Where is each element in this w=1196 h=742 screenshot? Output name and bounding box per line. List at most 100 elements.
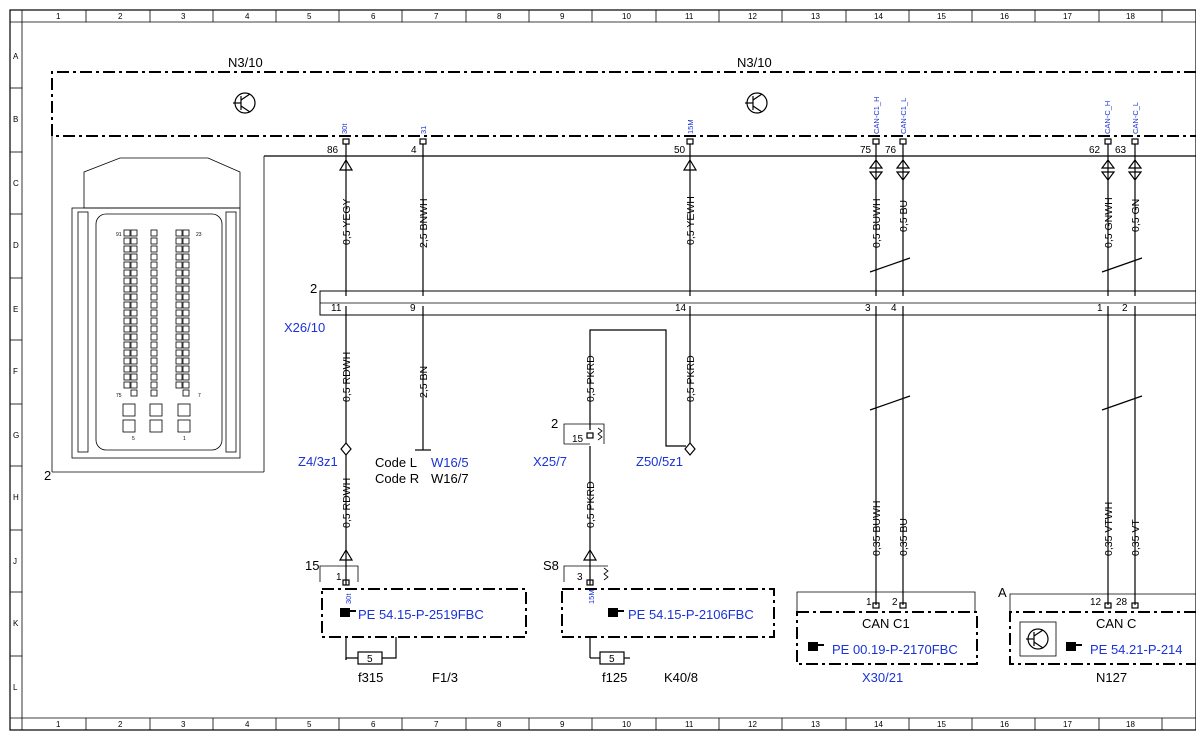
connector-x25-7: 2 15 X25/7 bbox=[533, 416, 605, 469]
svg-text:0,35 BU: 0,35 BU bbox=[898, 518, 910, 556]
svg-text:0,5 RDWH: 0,5 RDWH bbox=[341, 352, 353, 402]
connector-pin bbox=[182, 277, 190, 285]
svg-text:16: 16 bbox=[1000, 720, 1009, 729]
ref-link-2106[interactable]: PE 54.15-P-2106FBC bbox=[628, 607, 754, 622]
twisted-pair-markers bbox=[869, 257, 1143, 411]
svg-text:2: 2 bbox=[1122, 303, 1128, 314]
connector-pin bbox=[150, 325, 158, 333]
svg-text:1: 1 bbox=[56, 720, 61, 729]
ref-link-2170[interactable]: PE 00.19-P-2170FBC bbox=[832, 642, 958, 657]
row-k: K bbox=[13, 619, 19, 628]
wires bbox=[345, 144, 1136, 605]
connector-pin bbox=[123, 237, 131, 245]
col-5: 5 bbox=[307, 12, 312, 21]
grid-top-numbers: 1 2 3 4 5 6 7 8 9 10 11 12 13 14 15 16 1… bbox=[56, 10, 1163, 22]
connector-pin bbox=[123, 325, 131, 333]
connector-pin bbox=[175, 253, 183, 261]
connector-pin bbox=[150, 253, 158, 261]
svg-text:14: 14 bbox=[874, 720, 883, 729]
transistor-icon bbox=[233, 92, 256, 114]
connector-pin bbox=[182, 341, 190, 349]
svg-text:0,5 PKRD: 0,5 PKRD bbox=[585, 481, 597, 528]
connector-pin bbox=[150, 381, 158, 389]
connector-pin bbox=[182, 357, 190, 365]
connector-pin bbox=[150, 301, 158, 309]
connector-pin bbox=[150, 309, 158, 317]
svg-text:0,5 PKRD: 0,5 PKRD bbox=[585, 355, 597, 402]
col-11: 11 bbox=[685, 12, 694, 21]
connector-pin bbox=[130, 245, 138, 253]
connector-pin bbox=[130, 285, 138, 293]
svg-text:31: 31 bbox=[419, 126, 428, 134]
can-c-block: A 12 28 CAN C PE 54.21-P-214 N127 bbox=[998, 585, 1196, 685]
svg-text:0,5 GN: 0,5 GN bbox=[1130, 199, 1142, 232]
svg-text:11: 11 bbox=[331, 303, 342, 314]
svg-text:10: 10 bbox=[622, 720, 631, 729]
connector-pin bbox=[150, 373, 158, 381]
reference-hand-icon bbox=[1066, 642, 1082, 651]
ref-link-214[interactable]: PE 54.21-P-214 bbox=[1090, 642, 1183, 657]
connector-pin bbox=[175, 285, 183, 293]
svg-text:3: 3 bbox=[181, 720, 186, 729]
svg-text:4: 4 bbox=[245, 720, 250, 729]
svg-text:30t: 30t bbox=[344, 593, 353, 604]
svg-text:CAN-C_L: CAN-C_L bbox=[1131, 102, 1140, 134]
connector-pin bbox=[182, 301, 190, 309]
connector-x26-10: 2 X26/10 11 9 14 3 4 1 2 bbox=[284, 281, 1196, 335]
connector-pin bbox=[123, 349, 131, 357]
connector-pin bbox=[175, 237, 183, 245]
col-2: 2 bbox=[118, 12, 123, 21]
svg-text:W16/7: W16/7 bbox=[431, 471, 469, 486]
connector-pin bbox=[175, 325, 183, 333]
connector-pin bbox=[130, 349, 138, 357]
connector-pin bbox=[123, 285, 131, 293]
connector-pin bbox=[123, 253, 131, 261]
connector-pin bbox=[130, 253, 138, 261]
row-a: A bbox=[13, 52, 19, 61]
svg-text:5: 5 bbox=[367, 654, 373, 665]
connector-pin bbox=[123, 373, 131, 381]
svg-text:0,35 VTWH: 0,35 VTWH bbox=[1103, 502, 1115, 556]
transistor-icon bbox=[745, 92, 768, 114]
connector-pin bbox=[150, 237, 158, 245]
connector-pin bbox=[150, 277, 158, 285]
reference-hand-icon bbox=[608, 608, 624, 617]
connector-pin bbox=[175, 277, 183, 285]
connector-pin bbox=[182, 317, 190, 325]
connector-pin bbox=[123, 293, 131, 301]
connector-pin bbox=[182, 261, 190, 269]
svg-text:S8: S8 bbox=[543, 558, 559, 573]
connector-pin bbox=[182, 285, 190, 293]
connector-pin bbox=[123, 317, 131, 325]
connector-pin bbox=[182, 245, 190, 253]
connector-pin bbox=[182, 253, 190, 261]
connector-pin bbox=[123, 269, 131, 277]
connector-pin bbox=[175, 269, 183, 277]
ref-link-2519[interactable]: PE 54.15-P-2519FBC bbox=[358, 607, 484, 622]
fuse-box-k40-8: S8 3 15M PE 54.15-P-2106FBC 5 f125 K40/8 bbox=[543, 558, 775, 685]
svg-text:4: 4 bbox=[891, 303, 897, 314]
svg-text:F1/3: F1/3 bbox=[432, 670, 458, 685]
connector-pin bbox=[150, 293, 158, 301]
svg-text:K40/8: K40/8 bbox=[664, 670, 698, 685]
svg-text:f125: f125 bbox=[602, 670, 627, 685]
connector-pin bbox=[130, 301, 138, 309]
svg-text:Z50/5z1: Z50/5z1 bbox=[636, 454, 683, 469]
svg-text:0,5 BUWH: 0,5 BUWH bbox=[871, 198, 883, 248]
svg-text:5: 5 bbox=[609, 654, 615, 665]
col-8: 8 bbox=[497, 12, 502, 21]
connector-pin bbox=[175, 261, 183, 269]
wire-arrow-symbols bbox=[338, 158, 1143, 561]
svg-text:CAN-C_H: CAN-C_H bbox=[1103, 101, 1112, 134]
connector-pin bbox=[130, 373, 138, 381]
row-j: J bbox=[13, 557, 17, 566]
svg-text:0,5 YEGY: 0,5 YEGY bbox=[341, 198, 353, 245]
connector-pin bbox=[182, 389, 190, 397]
svg-text:Code R: Code R bbox=[375, 471, 419, 486]
connector-pin bbox=[175, 341, 183, 349]
connector-pin bbox=[130, 333, 138, 341]
col-15: 15 bbox=[937, 12, 946, 21]
connector-pin bbox=[182, 333, 190, 341]
row-e: E bbox=[13, 305, 18, 314]
connector-pin bbox=[130, 269, 138, 277]
